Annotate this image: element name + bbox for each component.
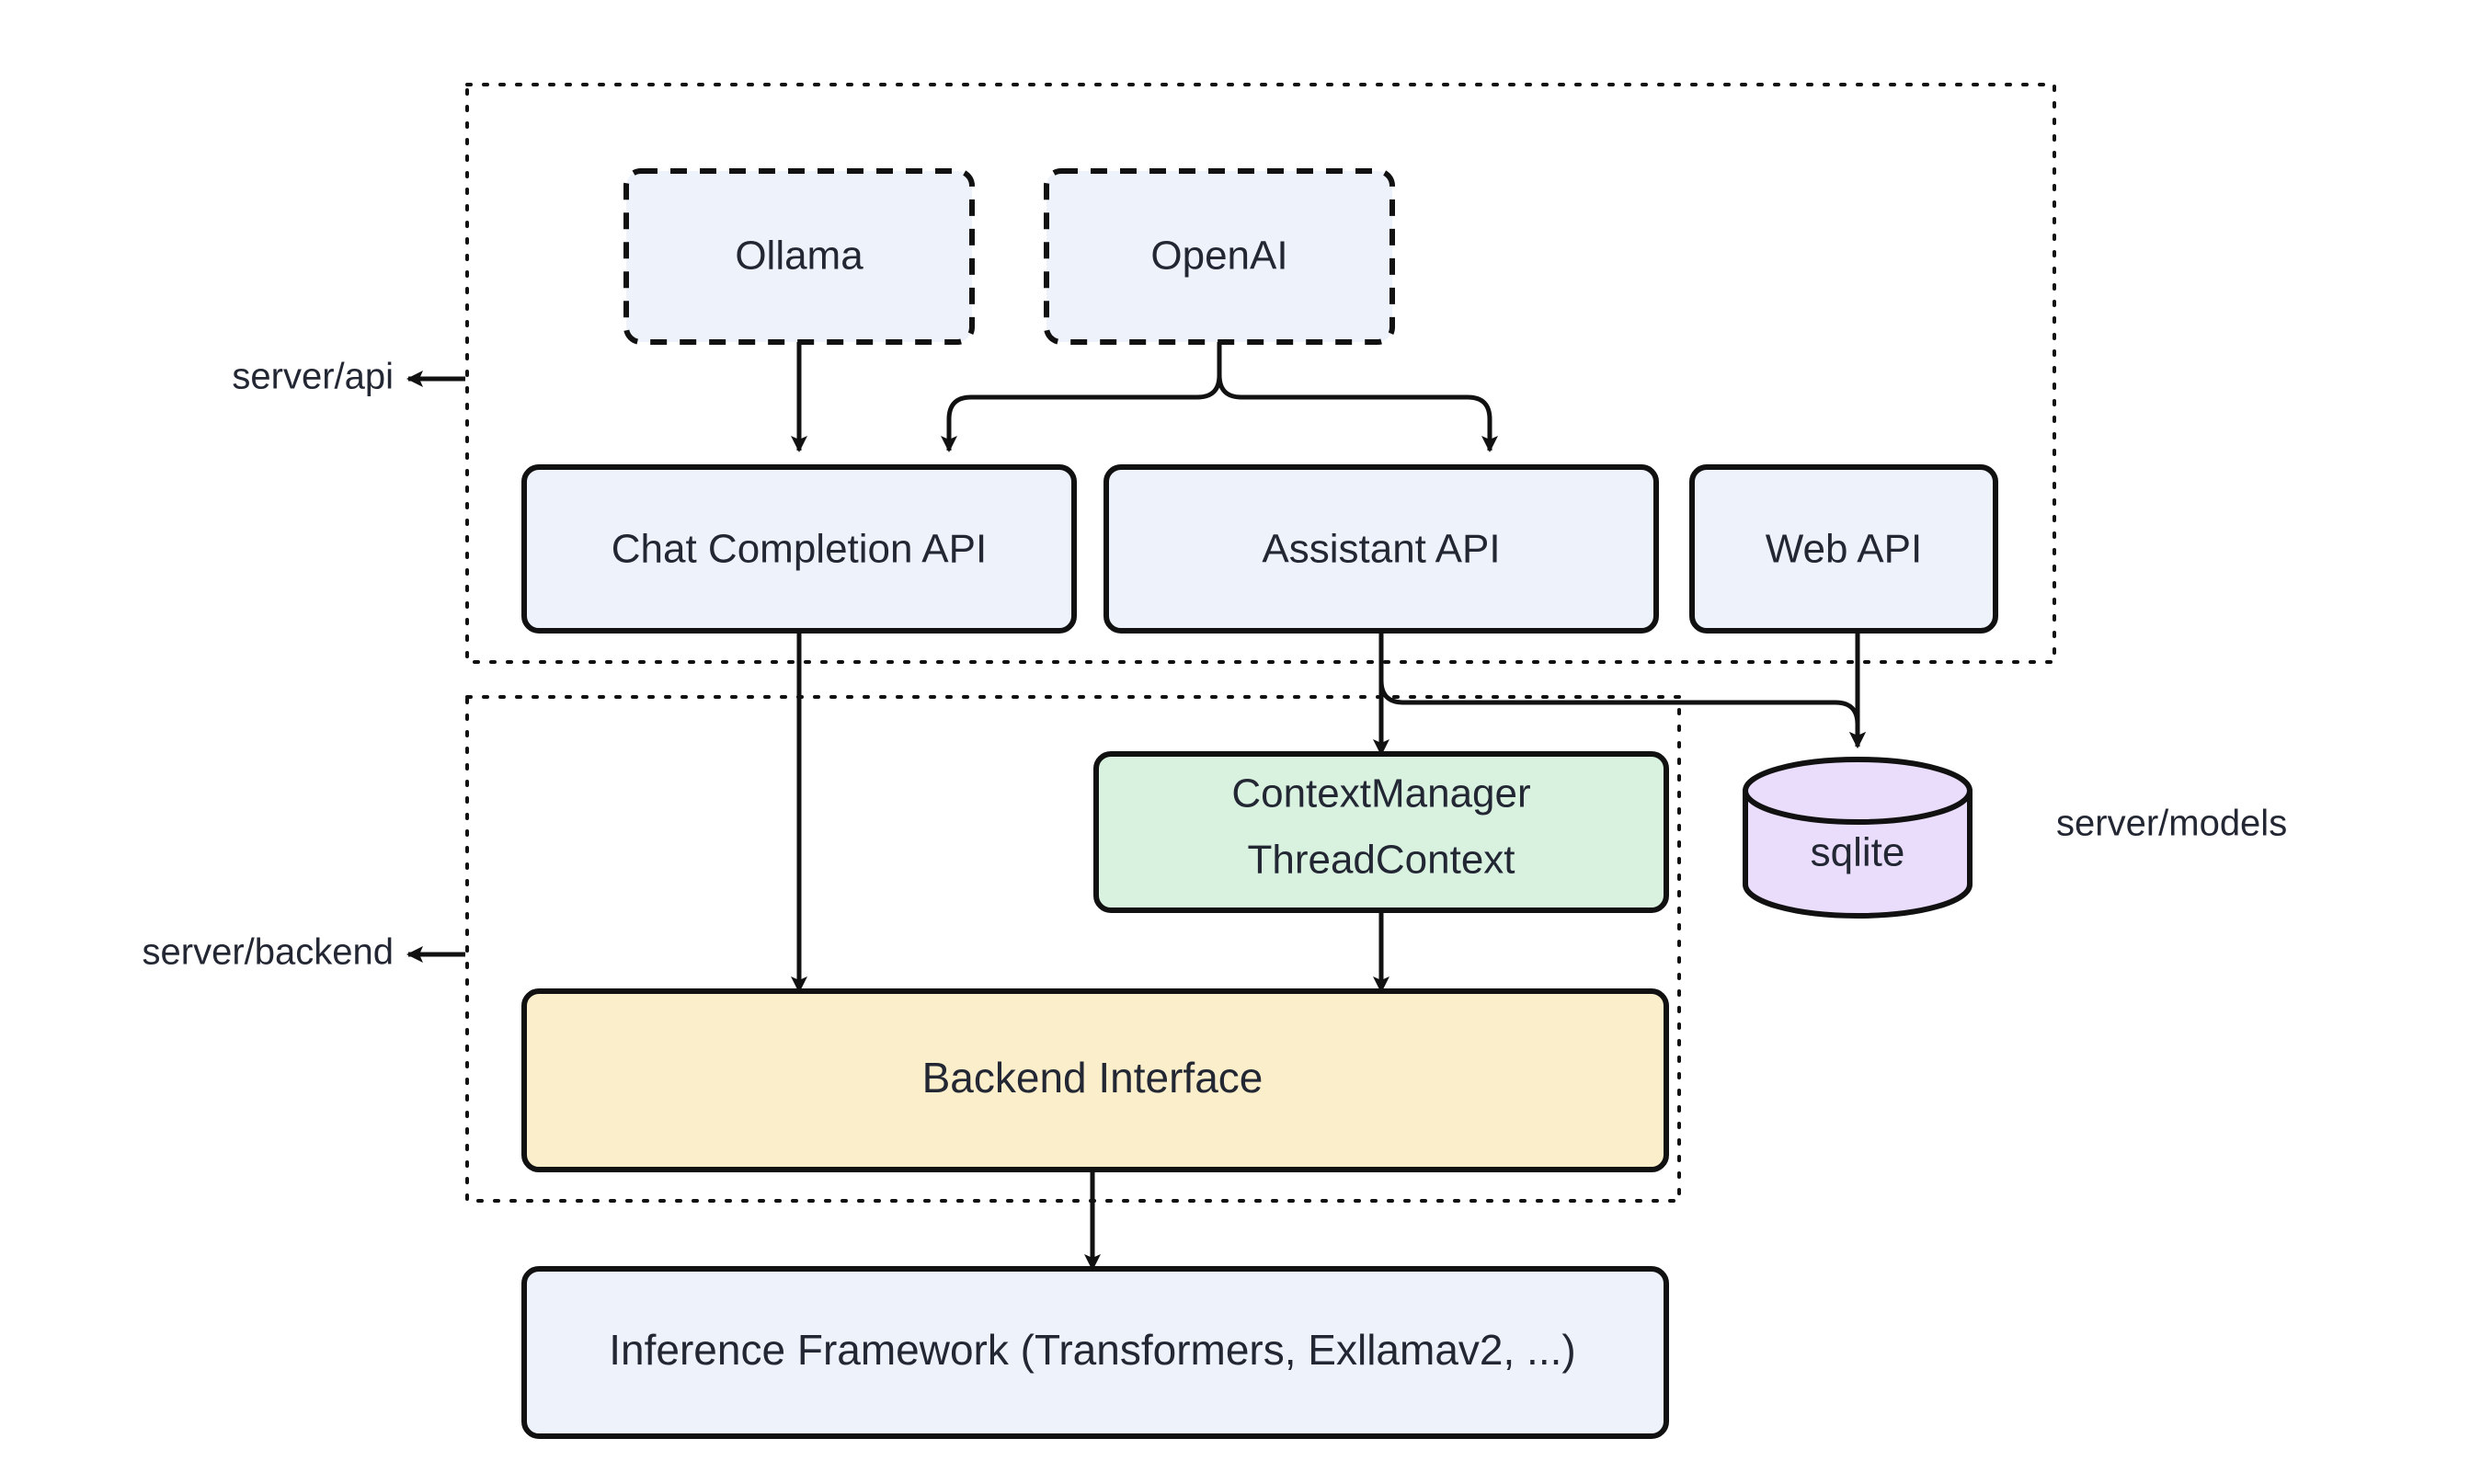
node-ollama-label: Ollama — [735, 234, 863, 279]
edge-assistant-api-to-sqlite — [1378, 631, 1866, 748]
node-web-api[interactable]: Web API — [1689, 464, 1998, 634]
side-label-server-models-text: server/models — [2056, 804, 2287, 844]
node-openai-shape — [1044, 168, 1395, 345]
node-sqlite-top-cap — [1743, 757, 1973, 825]
edge-openai-to-assistant-api — [1217, 342, 1498, 452]
side-label-server-backend: server/backend — [143, 932, 465, 973]
side-label-server-backend-text: server/backend — [143, 932, 394, 973]
node-openai-label: OpenAI — [1150, 234, 1287, 279]
node-backend-interface[interactable]: Backend Interface — [521, 988, 1669, 1172]
node-backend-interface-label: Backend Interface — [922, 1054, 1264, 1102]
node-context-manager[interactable]: ContextManager ThreadContext — [1093, 751, 1669, 913]
node-ollama[interactable]: Ollama — [623, 168, 975, 345]
node-inference-framework-label: Inference Framework (Transformers, Exlla… — [609, 1326, 1575, 1374]
node-context-manager-shape — [1093, 751, 1669, 913]
node-context-manager-label-line2: ThreadContext — [1247, 838, 1515, 883]
node-chat-completion-api-label: Chat Completion API — [612, 527, 987, 572]
node-sqlite-body — [1743, 788, 1973, 919]
node-assistant-api-label: Assistant API — [1262, 527, 1500, 572]
node-web-api-shape — [1689, 464, 1998, 634]
node-sqlite[interactable]: sqlite — [1743, 757, 1973, 919]
group-server-backend — [465, 695, 1681, 1203]
side-label-server-api-text: server/api — [232, 357, 394, 397]
node-chat-completion-api-shape — [521, 464, 1077, 634]
side-label-server-models: server/models — [2056, 804, 2287, 844]
node-sqlite-label: sqlite — [1811, 830, 1905, 875]
node-inference-framework-shape — [521, 1266, 1669, 1439]
node-openai[interactable]: OpenAI — [1044, 168, 1395, 345]
node-assistant-api[interactable]: Assistant API — [1103, 464, 1659, 634]
node-chat-completion-api[interactable]: Chat Completion API — [521, 464, 1077, 634]
side-label-server-api: server/api — [232, 357, 465, 397]
node-assistant-api-shape — [1103, 464, 1659, 634]
node-backend-interface-shape — [521, 988, 1669, 1172]
node-ollama-shape — [623, 168, 975, 345]
node-inference-framework[interactable]: Inference Framework (Transformers, Exlla… — [521, 1266, 1669, 1439]
node-context-manager-label-line1: ContextManager — [1231, 771, 1530, 816]
edge-openai-to-chat-completion — [941, 342, 1222, 452]
node-web-api-label: Web API — [1766, 527, 1922, 572]
group-server-api — [465, 83, 2056, 664]
